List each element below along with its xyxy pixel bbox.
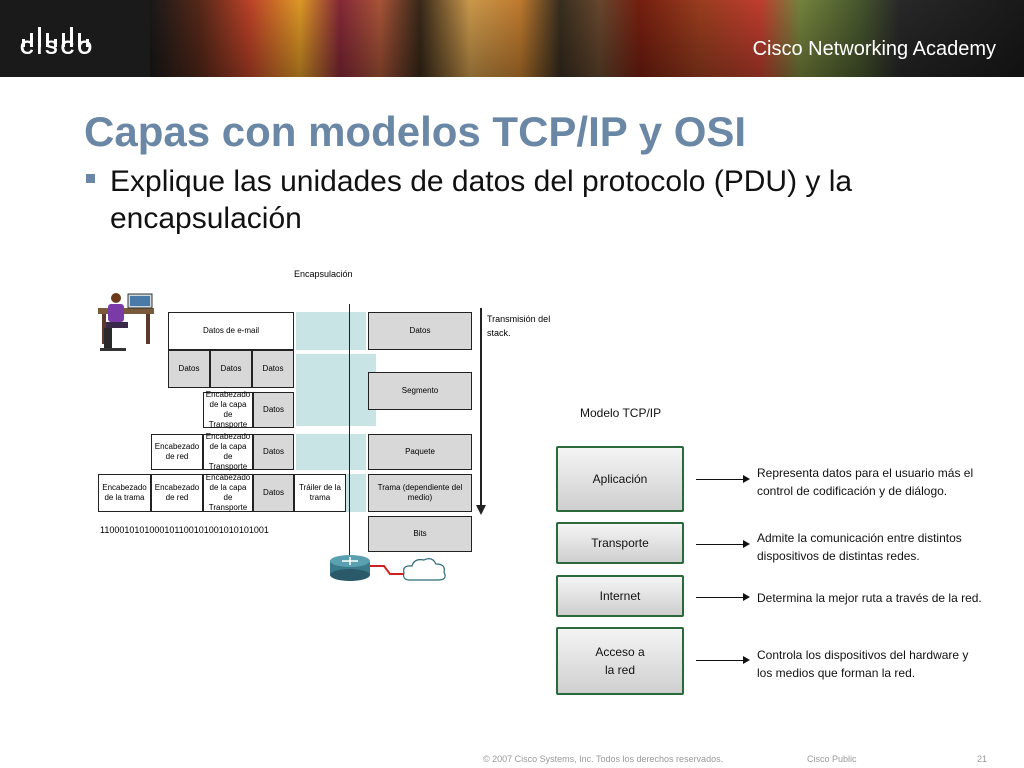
data-box: Datos [253, 392, 294, 428]
layer-application: Aplicación [556, 446, 684, 512]
layer-application-desc: Representa datos para el usuario más el … [757, 466, 974, 498]
transmission-arrow [480, 308, 482, 508]
layer-network-access-label: Acceso a la red [595, 645, 645, 677]
layer-internet: Internet [556, 575, 684, 617]
data-box: Datos [210, 350, 252, 388]
transport-header-box: Encabezado de la capa de Transporte [203, 473, 253, 512]
academy-title: Cisco Networking Academy [752, 38, 996, 60]
slide-title: Capas con modelos TCP/IP y OSI [84, 108, 747, 155]
link-zigzag-icon [370, 565, 406, 575]
email-data-box: Datos de e-mail [168, 312, 294, 350]
footer-classification: Cisco Public [807, 754, 857, 764]
arrow-right-icon [696, 540, 750, 548]
network-header-box: Encabezado de red [151, 474, 203, 512]
teal-band [296, 354, 376, 426]
layer-internet-desc: Determina la mejor ruta a través de la r… [757, 591, 982, 605]
cisco-logo-text: CISCO [20, 38, 96, 59]
pdu-bits: Bits [368, 516, 472, 552]
bullet-text: Explique las unidades de datos del proto… [110, 165, 853, 235]
pdu-packet: Paquete [368, 434, 472, 470]
pdu-data: Datos [368, 312, 472, 350]
network-header-box: Encabezado de red [151, 434, 203, 470]
bullet-marker [86, 174, 95, 183]
pdu-frame: Trama (dependiente del medio) [368, 474, 472, 512]
arrow-right-icon [696, 593, 750, 601]
computer-user-icon [98, 293, 154, 351]
transport-header-box: Encabezado de la capa de Transporte [203, 432, 253, 471]
page-number: 21 [977, 754, 988, 764]
pdu-segment: Segmento [368, 372, 472, 410]
data-box: Datos [168, 350, 210, 388]
bit-stream: 1100010101000101100101001010101001 [100, 525, 269, 535]
header-banner: CISCO Cisco Networking Academy [0, 0, 1024, 77]
layer-network-access-desc: Controla los dispositivos del hardware y… [757, 648, 969, 680]
data-box: Datos [253, 434, 294, 470]
data-box: Datos [252, 350, 294, 388]
transmission-label: Transmisión del stack. [487, 314, 551, 338]
frame-trailer-box: Tráiler de la trama [294, 474, 346, 512]
stack-line [349, 304, 350, 556]
layer-transport-desc: Admite la comunicación entre distintos d… [757, 531, 962, 563]
layer-network-access: Acceso a la red [556, 627, 684, 695]
data-box: Datos [253, 474, 294, 512]
tcpip-heading: Modelo TCP/IP [580, 406, 662, 420]
layer-transport: Transporte [556, 522, 684, 564]
teal-band [296, 434, 366, 470]
arrow-right-icon [696, 656, 750, 664]
frame-header-box: Encabezado de la trama [98, 474, 151, 512]
router-icon [330, 555, 370, 581]
teal-band [296, 312, 366, 350]
arrow-right-icon [696, 475, 750, 483]
banner-photo-strip [150, 0, 1024, 77]
footer-copyright: © 2007 Cisco Systems, Inc. Todos los der… [483, 754, 724, 764]
arrow-down-icon [476, 505, 486, 515]
cisco-logo-icon [22, 27, 89, 47]
encapsulation-heading: Encapsulación [294, 269, 353, 279]
transport-header-box: Encabezado de la capa de Transporte [203, 390, 253, 429]
cloud-icon [403, 558, 446, 581]
